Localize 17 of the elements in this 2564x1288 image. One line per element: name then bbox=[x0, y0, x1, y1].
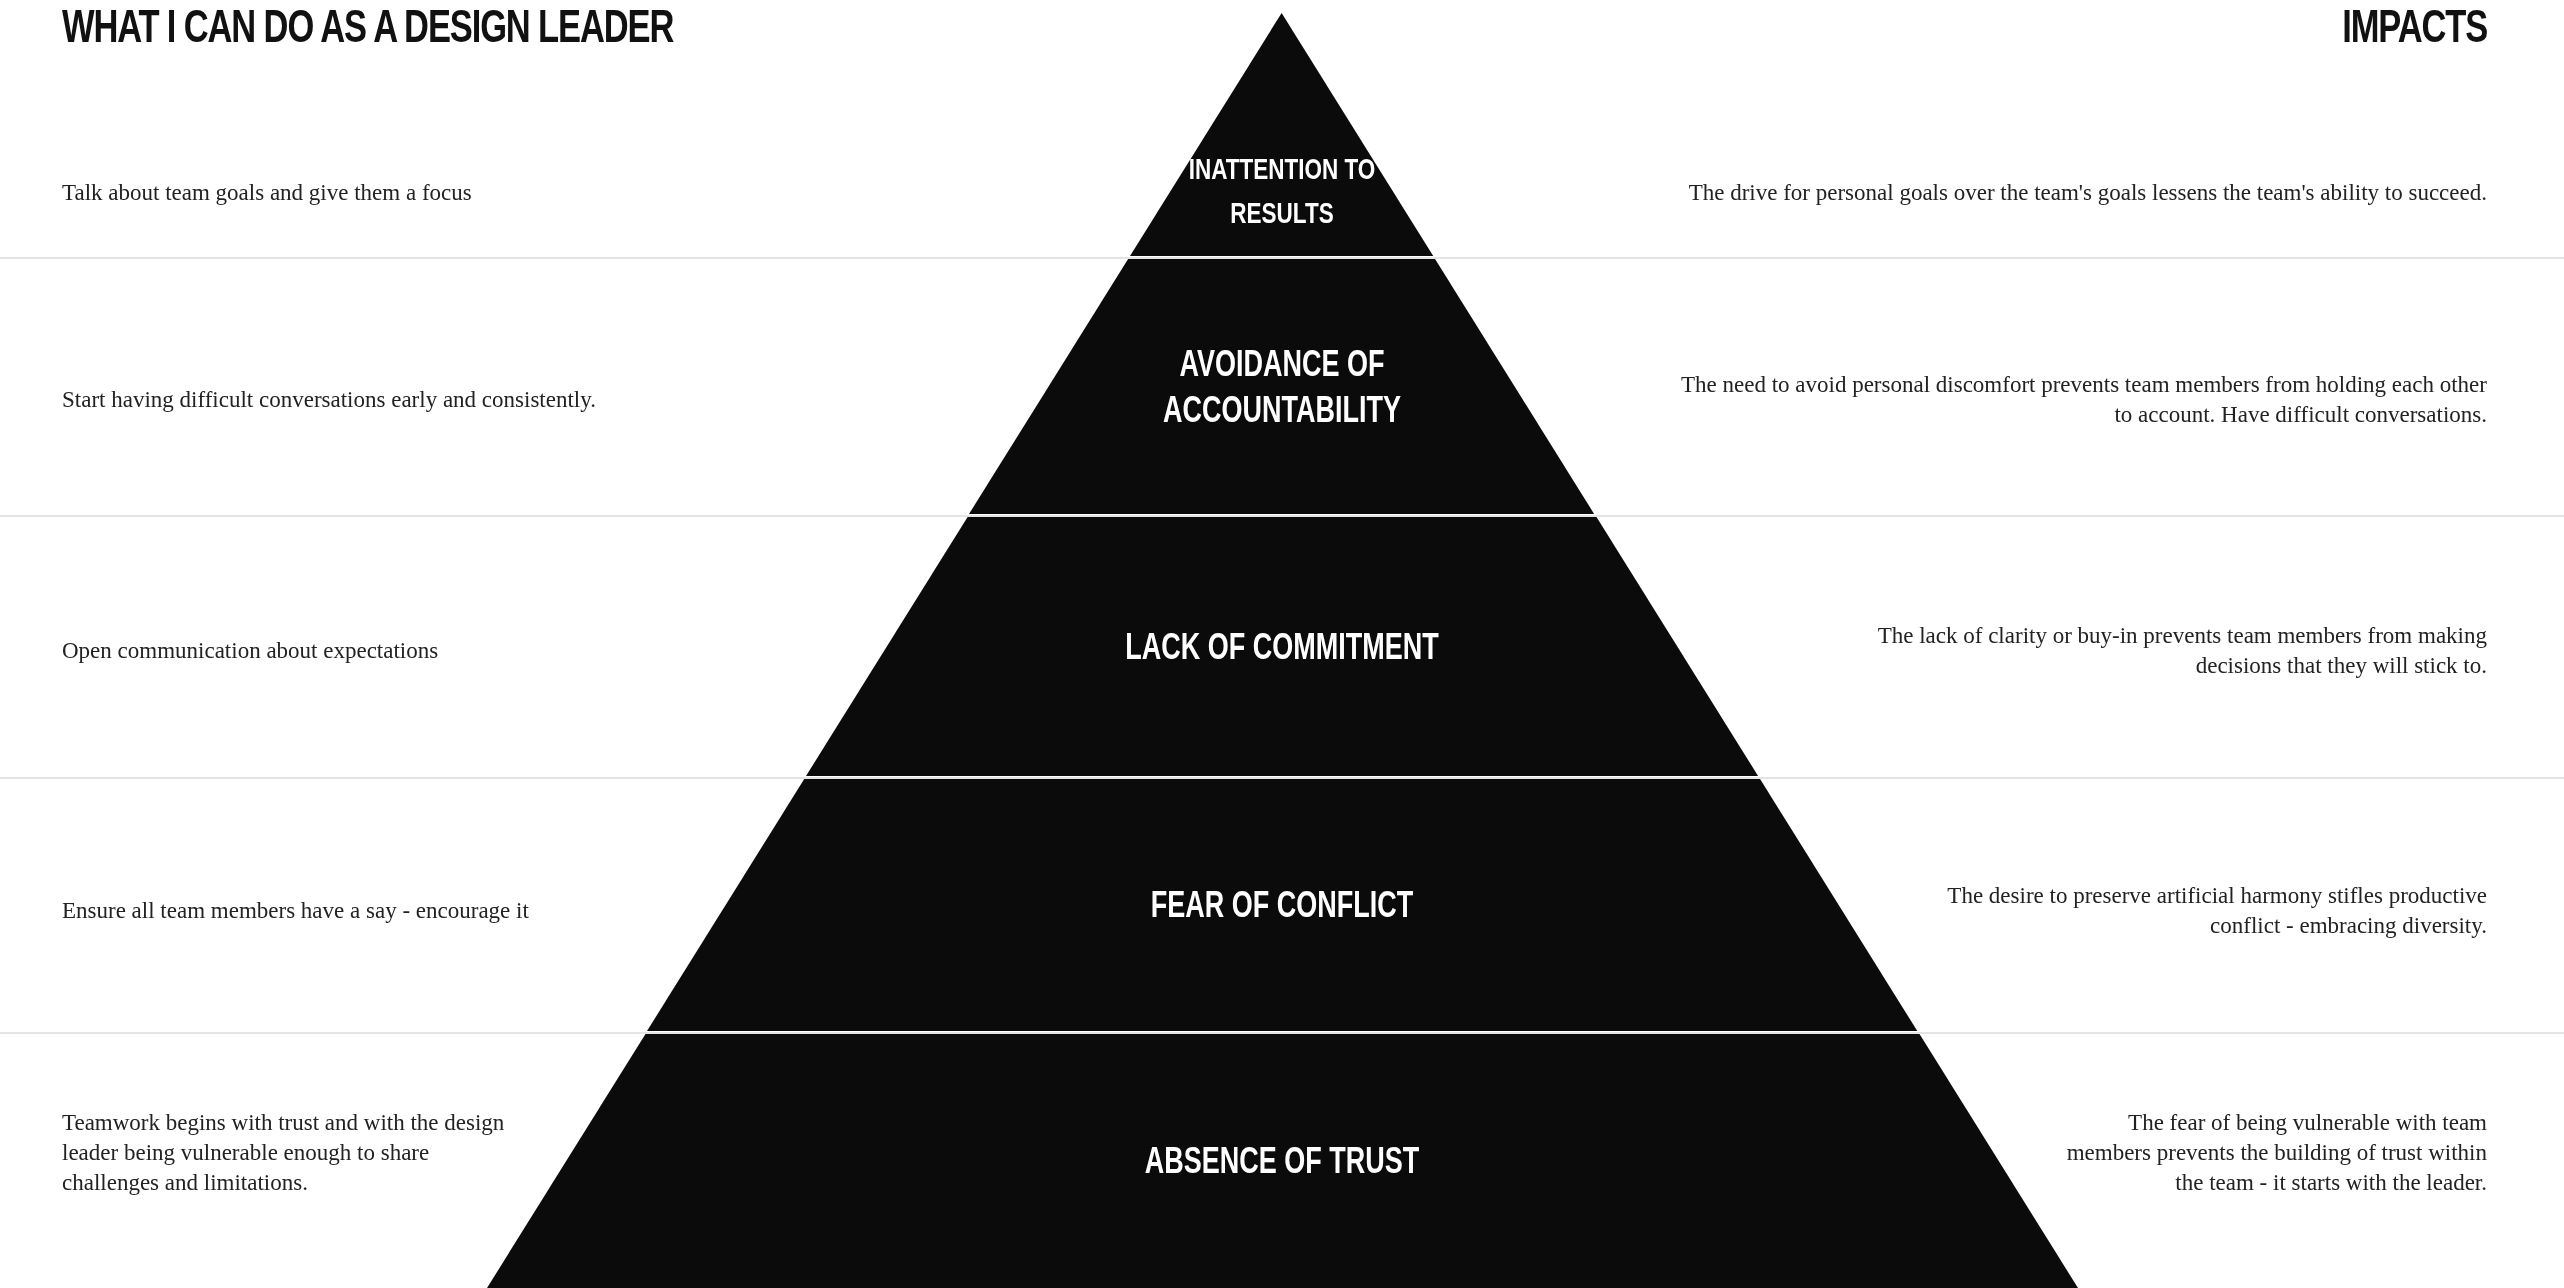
action-text: Talk about team goals and give them a focus bbox=[62, 179, 472, 207]
action-text: Open communication about expectations bbox=[62, 637, 439, 665]
action-text: Ensure all team members have a say - encourage it bbox=[62, 897, 529, 925]
impact-text: The need to avoid personal discomfort prevents team members from holding each other to account. Have difficult conversations. bbox=[1679, 371, 2487, 429]
column-heading: WHAT I CAN DO AS A DESIGN LEADER bbox=[62, 0, 674, 52]
tier-label: AVOIDANCE OF ACCOUNTABILITY bbox=[1162, 341, 1402, 432]
tier-label: FEAR OF CONFLICT bbox=[1150, 883, 1414, 927]
impact-text: The drive for personal goals over the team's goals lessens the team's ability to succeed. bbox=[1688, 179, 2487, 207]
tier-label: INATTENTION TO RESULTS bbox=[1188, 150, 1376, 231]
column-heading: IMPACTS bbox=[2342, 0, 2487, 52]
impact-text: The lack of clarity or buy-in prevents team members from making decisions that they will stick to. bbox=[1876, 622, 2487, 680]
tier-label: ABSENCE OF TRUST bbox=[1144, 1139, 1420, 1183]
impact-text: The fear of being vulnerable with team members prevents the building of trust within the team - it starts with the leader. bbox=[2065, 1109, 2487, 1197]
action-text: Teamwork begins with trust and with the design leader being vulnerable enough to share challenges and limitations. bbox=[62, 1109, 506, 1197]
action-text: Start having difficult conversations early and consistently. bbox=[62, 386, 596, 414]
impact-text: The desire to preserve artificial harmony stifles productive conflict - embracing diversity. bbox=[1946, 882, 2487, 940]
tier-label: LACK OF COMMITMENT bbox=[1125, 624, 1439, 669]
